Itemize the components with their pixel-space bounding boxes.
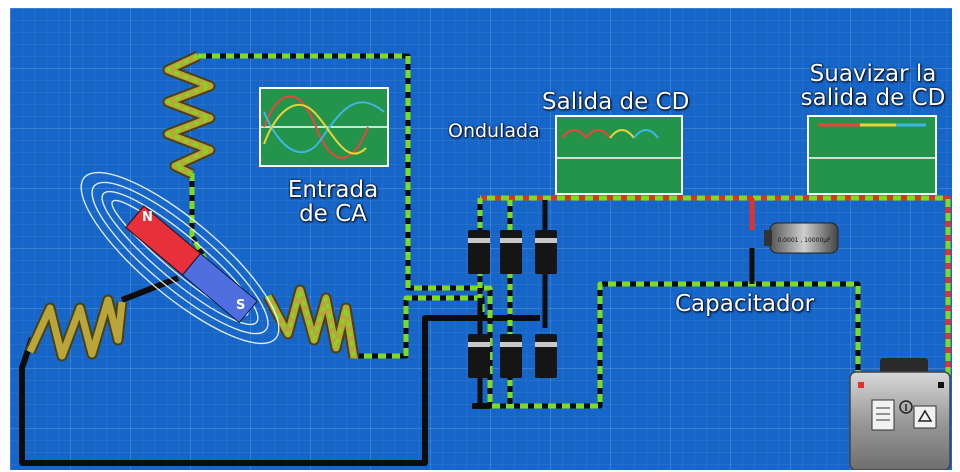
ac-input-label-line2: de CA [299, 201, 367, 228]
rippled-label: Ondulada [448, 120, 540, 142]
smooth-dc-label-line2: salida de CD [800, 85, 946, 112]
dc-smooth-scope [807, 115, 937, 195]
dc-ripple-scope [555, 115, 683, 195]
dc-output-label: Salida de CD [542, 89, 690, 115]
ac-scope [259, 87, 389, 167]
generator-rectifier-diagram: N S 0.0001 , 10000µF [10, 8, 952, 470]
document-icon [871, 399, 895, 431]
ac-input-label: Entrada de CA [268, 178, 398, 226]
capacitor-print: 0.0001 , 10000µF [777, 237, 831, 244]
return-wire [19, 275, 540, 466]
smooth-dc-label: Suavizar la salida de CD [792, 62, 952, 110]
diode [468, 230, 490, 274]
magnet-north-label: N [142, 210, 153, 225]
bar-magnet [125, 205, 258, 324]
recycle-icon [913, 405, 937, 429]
ac-input-label-line1: Entrada [287, 177, 379, 203]
coil-left [24, 294, 128, 362]
info-icon [899, 400, 913, 414]
diode [500, 334, 522, 378]
battery-icon [849, 358, 951, 470]
diode [535, 230, 557, 274]
diode [535, 334, 557, 378]
smooth-dc-label-line1: Suavizar la [809, 61, 937, 87]
coil-right [263, 284, 360, 359]
capacitor: 0.0001 , 10000µF [764, 222, 839, 254]
capacitor-label: Capacitador [675, 291, 815, 317]
diode [500, 230, 522, 274]
diode [468, 334, 490, 378]
coil-top [162, 51, 216, 179]
magnet-south-label: S [236, 298, 245, 313]
diode-bridge [468, 230, 557, 378]
